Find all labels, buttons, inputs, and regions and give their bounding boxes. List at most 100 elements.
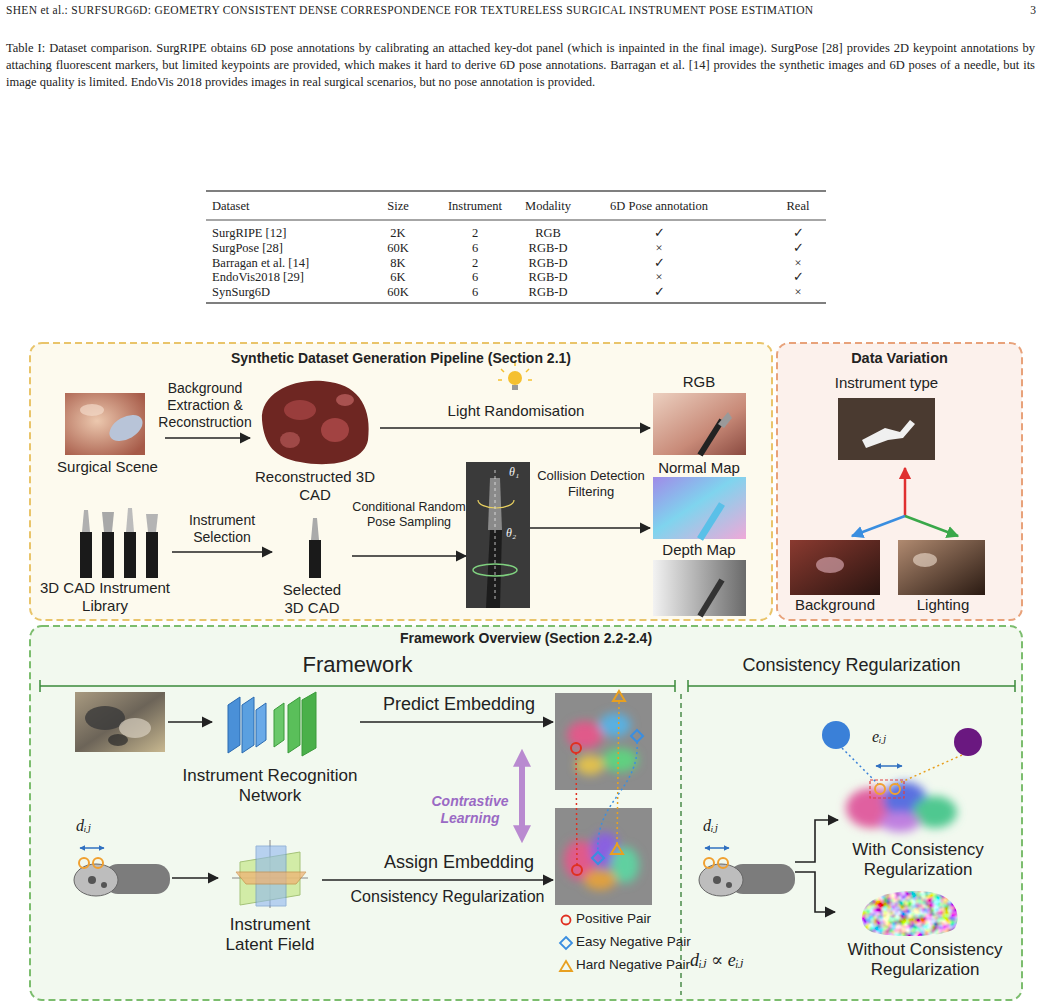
instrument-node: dᵢⱼ (695, 815, 795, 907)
image-node: Background (785, 538, 885, 618)
connector-arrow (322, 879, 553, 881)
table-cell: × (599, 241, 719, 256)
table-cell: 6K (338, 270, 458, 285)
table-cell: 6 (415, 241, 535, 256)
connector-arrow (165, 437, 250, 439)
node-text: Synthetic Dataset Generation Pipeline (S… (30, 350, 772, 367)
page-header: 3 (1012, 4, 1036, 18)
node-text: dᵢⱼ (703, 816, 743, 835)
image-node: Surgical Scene (50, 390, 165, 482)
image-node: Instrument type (808, 371, 965, 463)
table-cell: Instrument (415, 199, 535, 214)
table-cell: 2K (338, 226, 458, 241)
node-text: Framework Overview (Section 2.2-2.4) (30, 630, 1022, 647)
table-cell: × (599, 270, 719, 285)
image-node: Reconstructed 3D CAD (250, 376, 380, 506)
table-cell: 2 (415, 256, 535, 271)
legend-text: Positive Pair (576, 911, 686, 927)
table-cell: 2 (415, 226, 535, 241)
table-cell: Size (338, 199, 458, 214)
connector-arrow (795, 872, 835, 912)
node-text: θ₁ (509, 465, 529, 479)
node-text: Instrument type (808, 374, 965, 392)
table-cell: ✓ (738, 241, 858, 256)
pipeline-panel: Synthetic Dataset Generation Pipeline (S… (30, 343, 772, 620)
table-cell: 60K (338, 241, 458, 256)
figure-label: Consistency Regularization (345, 887, 550, 906)
figure-label: eᵢⱼ (872, 727, 908, 746)
node-text: Depth Map (650, 541, 748, 559)
result-node: Without Consistency Regularization (835, 885, 1015, 997)
legend-text: Easy Negative Pair (576, 934, 686, 950)
table-cell: 6 (415, 285, 535, 300)
embedding-node: Contrastive Learning (553, 690, 653, 908)
node-text: Background (785, 596, 885, 614)
node-text: Normal Map (650, 459, 748, 477)
table-cell: SurgPose [28] (212, 241, 382, 256)
node-text: RGB (650, 373, 748, 391)
image-node: 3D CAD Instrument Library (38, 505, 172, 617)
table-cell: Real (738, 199, 858, 214)
table-cell: × (738, 256, 858, 271)
table-cell: SynSurg6D (212, 285, 382, 300)
node-text: Contrastive Learning (425, 793, 515, 827)
edge-label: Assign Embedding (368, 852, 550, 874)
table-cell: RGB-D (488, 270, 608, 285)
image-node: θ₁ θ₂ (466, 462, 530, 608)
table-cell: ✓ (738, 226, 858, 241)
table-cell: Barragan et al. [14] (212, 256, 382, 271)
edge-label: Collision Detection Filtering (535, 468, 647, 499)
node-text: Selected 3D CAD (272, 581, 352, 617)
table-cell: 6 (415, 270, 535, 285)
node-text: θ₂ (506, 526, 528, 540)
table-cell: ✓ (599, 285, 719, 300)
node-text: Without Consistency Regularization (835, 940, 1015, 981)
node-text: 3D CAD Instrument Library (38, 579, 172, 615)
node-text: Surgical Scene (50, 458, 165, 476)
edge-label: Background Extraction & Reconstruction (155, 380, 255, 430)
page-header: SHEN et al.: SURFSURG6D: GEOMETRY CONSIS… (6, 4, 986, 18)
table-cell: EndoVis2018 [29] (212, 270, 382, 285)
node-text: Data Variation (777, 350, 1022, 367)
result-node: With Consistency Regularization (838, 757, 998, 883)
table-cell: × (738, 285, 858, 300)
framework-panel: Framework Overview (Section 2.2-2.4) Inst… (30, 626, 1022, 1000)
node-text: Reconstructed 3D CAD (250, 468, 380, 504)
latent-field-node: Instrument Latent Field (218, 843, 322, 968)
table-cell: ✓ (599, 256, 719, 271)
variation-panel: Data VariationInstrument typeBackground L… (777, 343, 1022, 620)
edge-label: Conditional Random Pose Sampling (352, 500, 466, 530)
image-node: Depth Map (650, 541, 748, 618)
table-cell: RGB-D (488, 256, 608, 271)
connector-arrow (360, 721, 553, 723)
table-cell: 60K (338, 285, 458, 300)
edge-label: Instrument Selection (172, 512, 272, 546)
table-cell: 8K (338, 256, 458, 271)
table-cell: SurgRIPE [12] (212, 226, 382, 241)
edge-label: Predict Embedding (368, 694, 550, 716)
node-text: dᵢⱼ (76, 816, 116, 835)
instrument-node: dᵢⱼ (68, 815, 172, 910)
node-text: Instrument Latent Field (218, 915, 322, 956)
connector-arrow (380, 427, 650, 429)
node-text: With Consistency Regularization (838, 840, 998, 881)
node-text: Instrument Recognition Network (180, 766, 360, 807)
connector-arrow (530, 527, 650, 529)
connector-arrow (795, 820, 838, 862)
connector-arrow (352, 555, 466, 557)
figure-label: dᵢⱼ ∝ eᵢⱼ (690, 950, 830, 972)
image-node: Lighting (893, 538, 993, 618)
table-cell: ✓ (599, 226, 719, 241)
edge-label: Light Randomisation (430, 402, 602, 420)
table-cell: 6D Pose annotation (599, 199, 719, 214)
image-node: Normal Map (650, 459, 748, 541)
table-cell: Dataset (212, 199, 382, 214)
network-node: Instrument Recognition Network (180, 690, 360, 814)
table-cell: RGB-D (488, 285, 608, 300)
table-caption: Table I: Dataset comparison. SurgRIPE ob… (6, 40, 1035, 91)
figure-label: Framework (40, 652, 675, 678)
image-node: RGB (650, 370, 748, 457)
table-cell: RGB (488, 226, 608, 241)
table-cell: Modality (488, 199, 608, 214)
node-text: Lighting (893, 596, 993, 614)
